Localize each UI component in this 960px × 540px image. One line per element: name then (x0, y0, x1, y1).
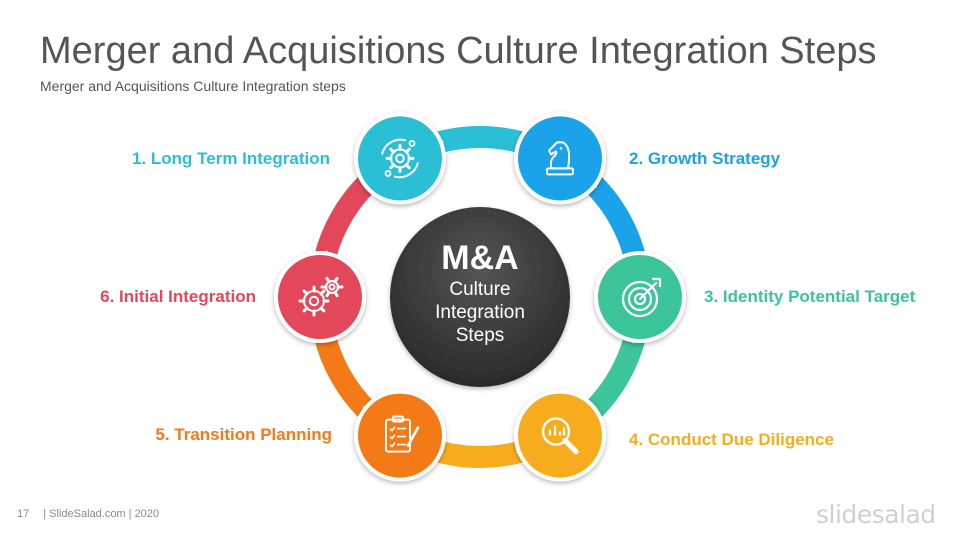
step-1-node-fill (358, 116, 442, 201)
ring-arrow-2 (579, 169, 648, 278)
step-1-label: 1. Long Term Integration (131, 149, 330, 168)
ring-arrow-4 (417, 438, 533, 469)
footer-text: | SlideSalad.com | 2020 (43, 508, 160, 520)
step-1-node (354, 112, 446, 205)
ring-arrow-5 (312, 316, 381, 425)
ring-segments (312, 126, 648, 469)
step-3-node (594, 251, 686, 343)
clipboard-checklist-icon (385, 415, 420, 453)
page-number: 17 (17, 508, 30, 520)
magnifier-chart-icon (541, 417, 579, 455)
step-2-node (514, 112, 606, 205)
brand-logo: slidesalad (816, 500, 936, 529)
center-hub (390, 207, 570, 387)
ring-arrow-3 (576, 327, 648, 425)
gear-cycle-icon (381, 138, 419, 179)
step-6-label: 6. Initial Integration (100, 287, 256, 306)
step-5-node (354, 389, 446, 482)
step-2-node-fill (518, 116, 602, 201)
step-6-node-fill (278, 255, 362, 339)
step-5-label: 5. Transition Planning (155, 425, 332, 444)
slide-title: Merger and Acquisitions Culture Integrat… (40, 30, 877, 72)
target-arrow-icon (621, 277, 662, 318)
step-4-label: 4. Conduct Due Diligence (629, 430, 834, 449)
chess-knight-icon (546, 141, 574, 176)
slide-subtitle: Merger and Acquisitions Culture Integrat… (40, 78, 346, 94)
step-4-node (514, 389, 606, 482)
step-2-label: 2. Growth Strategy (629, 149, 781, 168)
step-3-label: 3. Identity Potential Target (704, 287, 916, 306)
step-5-node-fill (358, 393, 442, 478)
step-6-node (274, 251, 366, 343)
step-nodes (274, 112, 686, 482)
ring-arrow-6 (312, 169, 384, 267)
footer: 17 | SlideSalad.com | 2020 (17, 508, 159, 520)
gears-icon (298, 276, 344, 317)
ring-arrow-1 (427, 126, 543, 156)
step-3-node-fill (598, 255, 682, 339)
